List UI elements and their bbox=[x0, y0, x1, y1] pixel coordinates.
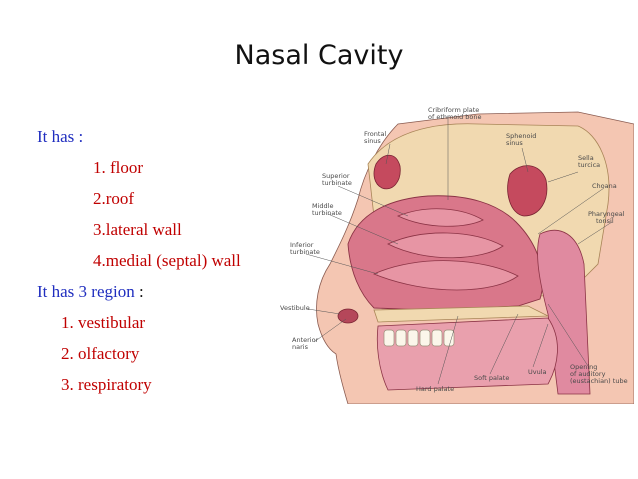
middle-turbinate bbox=[387, 232, 504, 259]
list-item: 1. vestibular bbox=[61, 313, 146, 332]
label-cribriform-2: of ethmoid bone bbox=[428, 113, 482, 121]
label-pharyngeal-2: tonsil bbox=[596, 217, 614, 225]
teeth bbox=[383, 329, 455, 347]
label-superior-2: turbinate bbox=[322, 179, 352, 187]
intro-prefix: It has bbox=[37, 127, 75, 146]
label-anterior-2: naris bbox=[292, 343, 309, 351]
label-soft-palate: Soft palate bbox=[474, 374, 509, 382]
regions-prefix: It has 3 region bbox=[37, 282, 135, 301]
label-sella-1: Sella bbox=[578, 154, 594, 162]
frontal-sinus bbox=[373, 154, 401, 190]
label-inferior-2: turbinate bbox=[290, 248, 320, 256]
label-opening-3: (eustachian) tube bbox=[570, 377, 628, 385]
inferior-turbinate bbox=[372, 260, 519, 291]
label-opening-1: Opening bbox=[570, 363, 597, 371]
regions-line: It has 3 region : bbox=[37, 276, 241, 307]
label-uvula: Uvula bbox=[528, 368, 547, 376]
list-item: 2.roof bbox=[93, 189, 135, 208]
label-sella-2: turcica bbox=[578, 161, 600, 169]
label-anterior-1: Anterior bbox=[292, 336, 319, 344]
label-inferior-1: Inferior bbox=[290, 241, 314, 249]
label-opening-2: of auditory bbox=[570, 370, 606, 378]
label-sphenoid-1: Sphenoid bbox=[506, 132, 536, 140]
label-middle-2: turbinate bbox=[312, 209, 342, 217]
superior-turbinate bbox=[396, 208, 484, 227]
sphenoid-sinus bbox=[507, 165, 548, 217]
slide-title: Nasal Cavity bbox=[234, 40, 404, 71]
intro-line: It has : bbox=[37, 121, 241, 152]
label-sphenoid-2: sinus bbox=[506, 139, 523, 147]
list-item: 1. floor bbox=[93, 158, 144, 177]
list-item: 2. olfactory bbox=[61, 344, 140, 363]
list-item: 3.lateral wall bbox=[93, 220, 182, 239]
label-frontal-2: sinus bbox=[364, 137, 381, 145]
hard-palate bbox=[373, 305, 549, 323]
regions-suffix: : bbox=[134, 282, 144, 301]
anterior-naris bbox=[337, 308, 359, 324]
label-hard-palate: Hard palate bbox=[416, 385, 454, 393]
label-middle-1: Middle bbox=[312, 202, 333, 210]
label-frontal-1: Frontal bbox=[364, 130, 386, 138]
list-item: 3. respiratory bbox=[61, 375, 152, 394]
label-choana: Choana bbox=[592, 182, 617, 190]
label-pharyngeal-1: Pharyngeal bbox=[588, 210, 625, 218]
label-superior-1: Superior bbox=[322, 172, 350, 180]
label-cribriform-1: Cribriform plate bbox=[428, 106, 479, 114]
pharynx bbox=[537, 229, 591, 395]
text-block: It has : 1. floor 2.roof 3.lateral wall … bbox=[37, 121, 241, 400]
intro-suffix: : bbox=[74, 127, 84, 146]
tongue bbox=[376, 317, 558, 391]
nasal-cavity-illustration: Cribriform plate of ethmoid bone Frontal… bbox=[280, 106, 634, 404]
list-item: 4.medial (septal) wall bbox=[93, 251, 241, 270]
label-vestibule: Vestibule bbox=[280, 304, 310, 312]
leader-lines bbox=[305, 118, 613, 385]
